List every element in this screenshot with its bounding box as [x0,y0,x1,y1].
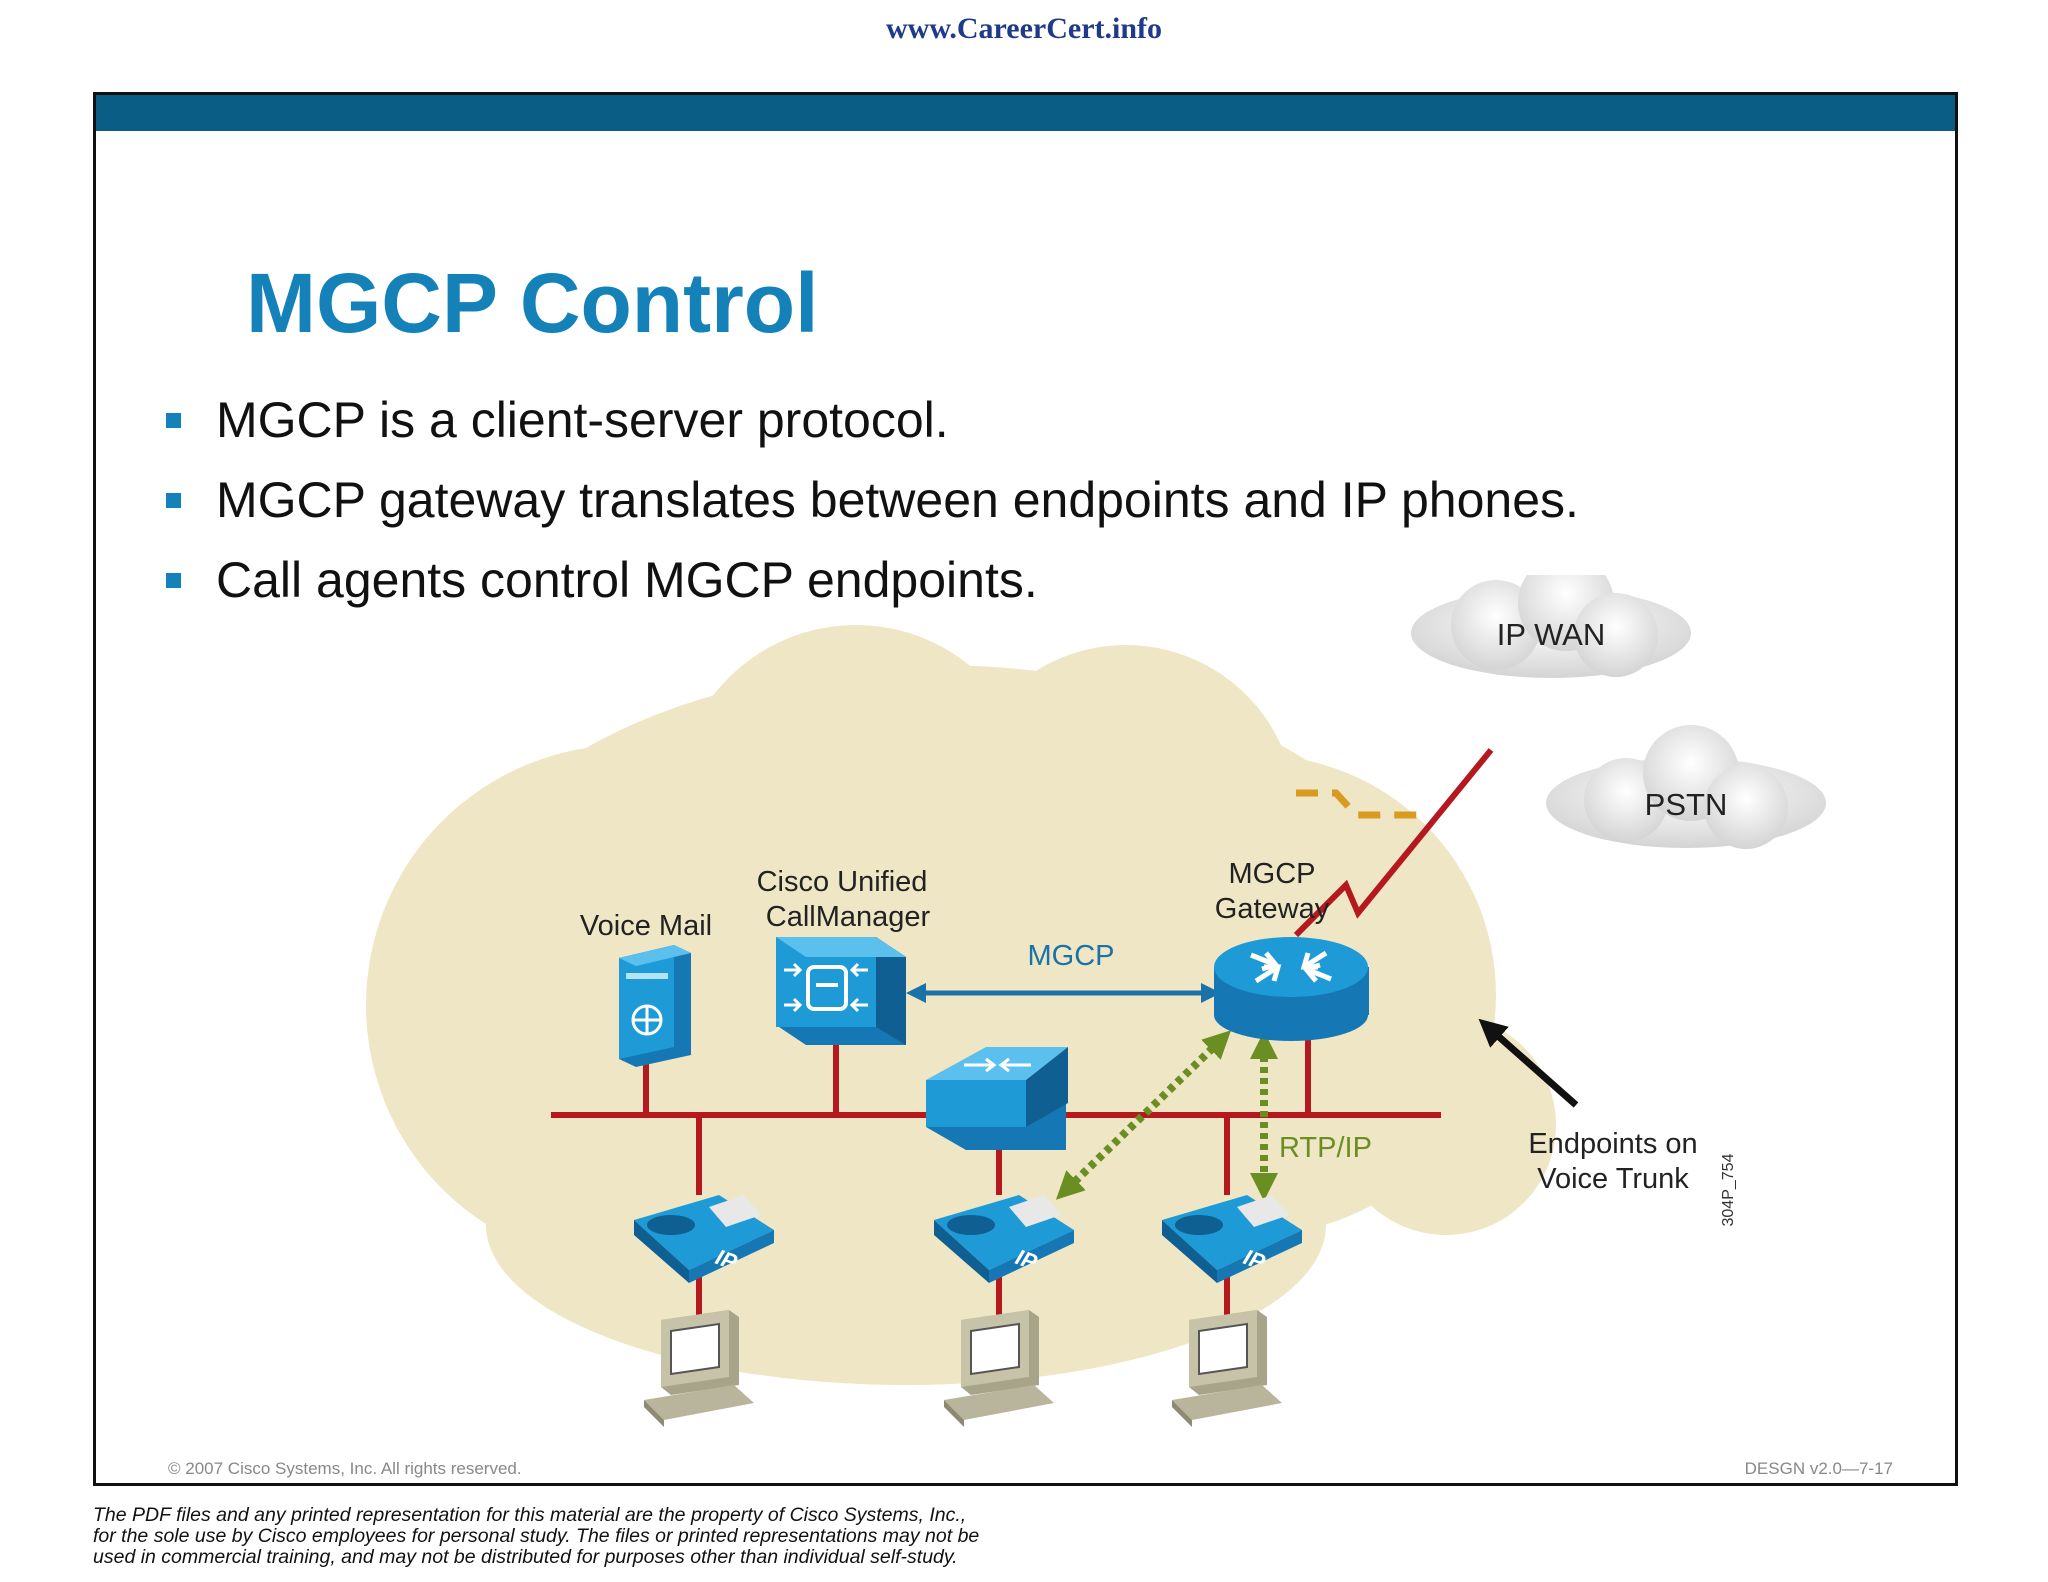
mgcp-gateway-router-icon [1214,937,1369,1041]
endpoints-label-line1: Endpoints on [1528,1128,1697,1160]
figure-id-label: 304P_754 [1720,1153,1737,1226]
slide-top-bar [96,95,1955,131]
gateway-label-line2: Gateway [1215,893,1330,925]
pc-icon [944,1310,1054,1427]
callmanager-label-line1: Cisco Unified [757,866,928,898]
voice-mail-label: Voice Mail [580,910,712,942]
slide: MGCP Control MGCP is a client-server pro… [93,92,1958,1486]
course-code: DESGN v2.0—7-17 [1744,1459,1893,1478]
voice-trunk-link [1296,789,1426,819]
bullet-list: MGCP is a client-server protocol. MGCP g… [166,380,1579,620]
callmanager-server-icon [776,937,906,1045]
bullet-square-icon [166,413,181,428]
ip-wan-cloud [1411,575,1691,678]
endpoints-label-line2: Voice Trunk [1537,1163,1689,1195]
network-diagram: IP IP IP [366,575,1826,1427]
rtp-link-label: RTP/IP [1279,1132,1372,1164]
pstn-cloud [1546,725,1826,849]
disclaimer-line: for the sole use by Cisco employees for … [93,1525,980,1547]
endpoint-pointer-arrow [1478,1018,1579,1108]
bullet-item: MGCP gateway translates between endpoint… [166,460,1579,540]
copyright-text: © 2007 Cisco Systems, Inc. All rights re… [168,1459,522,1478]
disclaimer-line: used in commercial training, and may not… [93,1546,958,1568]
ip-phone-icon: IP [634,1195,774,1283]
wan-serial-link [1293,748,1494,938]
pc-icon [1172,1310,1282,1427]
site-url[interactable]: www.CareerCert.info [885,12,1163,45]
pstn-label: PSTN [1645,787,1728,822]
mgcp-link-label: MGCP [1028,940,1115,972]
pc-icon [644,1310,754,1427]
bullet-item: MGCP is a client-server protocol. [166,380,1579,460]
ip-wan-label: IP WAN [1497,617,1606,652]
ip-phone-icon: IP [934,1195,1074,1283]
slide-title: MGCP Control [246,256,819,350]
lan-switch-icon [926,1047,1068,1150]
disclaimer-line: The PDF files and any printed representa… [93,1504,967,1526]
voice-mail-server-icon [619,945,691,1067]
callmanager-label-line2: CallManager [766,901,931,933]
disclaimer: The PDF files and any printed representa… [93,1505,1193,1568]
bullet-square-icon [166,493,181,508]
gateway-label-line1: MGCP [1229,858,1316,890]
network-cloud [366,625,1556,1385]
rtp-link-diagonal [1055,1030,1232,1200]
ip-phone-icon: IP [1162,1195,1302,1283]
bullet-item: Call agents control MGCP endpoints. [166,540,1579,620]
bullet-square-icon [166,573,181,588]
